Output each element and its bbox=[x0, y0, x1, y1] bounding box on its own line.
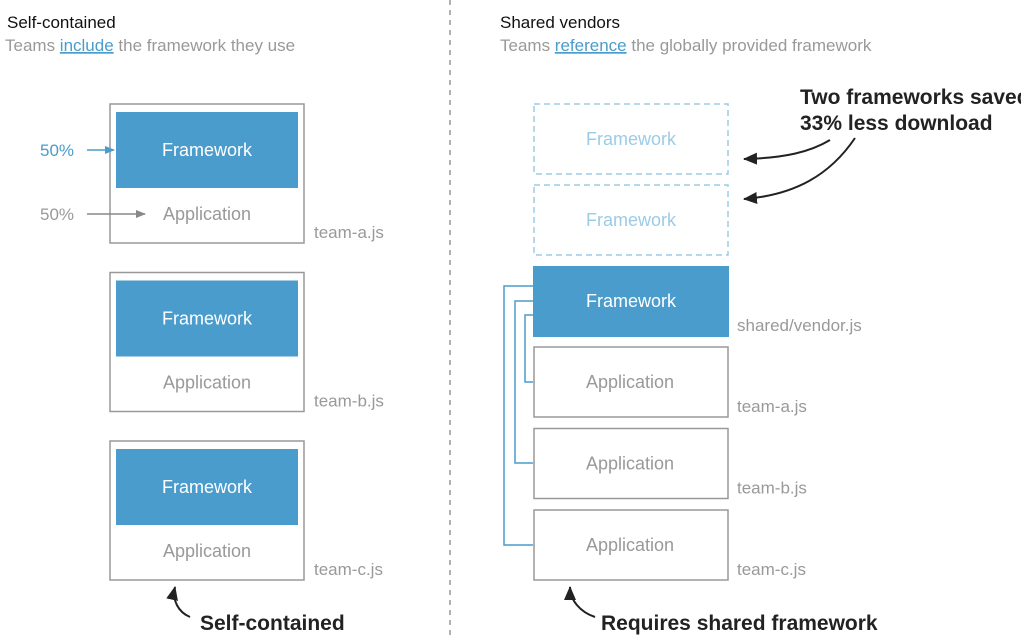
file-label: team-c.js bbox=[737, 560, 806, 579]
application-label: Application bbox=[586, 454, 674, 474]
saved-framework-label: Framework bbox=[586, 210, 677, 230]
framework-block bbox=[116, 280, 298, 357]
application-box bbox=[533, 346, 729, 418]
application-label: Application bbox=[586, 535, 674, 555]
application-box bbox=[533, 427, 729, 500]
connector-team-a bbox=[524, 314, 533, 383]
right-callout: Requires shared framework bbox=[601, 612, 878, 635]
saved-framework-box bbox=[533, 184, 729, 256]
file-label: team-b.js bbox=[737, 479, 807, 498]
app-team-b: Application team-b.js bbox=[533, 427, 807, 500]
saved-framework-box bbox=[533, 103, 729, 175]
savings-callout-line2: 33% less download bbox=[800, 112, 993, 135]
shared-file-label: shared/vendor.js bbox=[737, 316, 862, 335]
framework-label: Framework bbox=[162, 477, 253, 497]
shared-framework-box bbox=[533, 266, 729, 337]
framework-block bbox=[116, 449, 298, 525]
savings-arrow bbox=[743, 137, 856, 204]
application-label: Application bbox=[163, 541, 251, 561]
framework-label: Framework bbox=[162, 140, 253, 160]
saved-framework-label: Framework bbox=[586, 129, 677, 149]
right-callout-arrow bbox=[564, 586, 596, 618]
app-team-c: Application team-c.js bbox=[533, 509, 806, 581]
file-label: team-c.js bbox=[314, 560, 383, 579]
savings-callout-line1: Two frameworks saved bbox=[800, 86, 1021, 109]
file-label: team-a.js bbox=[737, 397, 807, 416]
dependency-connectors bbox=[503, 285, 533, 546]
connector-team-c bbox=[503, 285, 533, 546]
application-box bbox=[533, 509, 729, 581]
left-title: Self-contained bbox=[7, 13, 116, 32]
left-callout: Self-contained bbox=[200, 612, 345, 635]
left-callout-arrow bbox=[166, 586, 191, 618]
savings-arrow bbox=[743, 139, 831, 165]
right-title: Shared vendors bbox=[500, 13, 620, 32]
application-label: Application bbox=[586, 372, 674, 392]
application-label: Application bbox=[163, 373, 251, 393]
application-label: Application bbox=[163, 204, 251, 224]
app-team-a: Application team-a.js bbox=[533, 346, 807, 418]
framework-label: Framework bbox=[162, 309, 253, 329]
framework-share-label: 50% bbox=[40, 141, 74, 160]
file-label: team-a.js bbox=[314, 223, 384, 242]
left-subtitle: Teams include the framework they use bbox=[5, 36, 295, 55]
framework-block bbox=[116, 112, 298, 188]
file-label: team-b.js bbox=[314, 392, 384, 411]
right-subtitle: Teams reference the globally provided fr… bbox=[500, 36, 872, 55]
connector-team-b bbox=[514, 300, 533, 464]
application-share-label: 50% bbox=[40, 205, 74, 224]
shared-framework-label: Framework bbox=[586, 291, 677, 311]
